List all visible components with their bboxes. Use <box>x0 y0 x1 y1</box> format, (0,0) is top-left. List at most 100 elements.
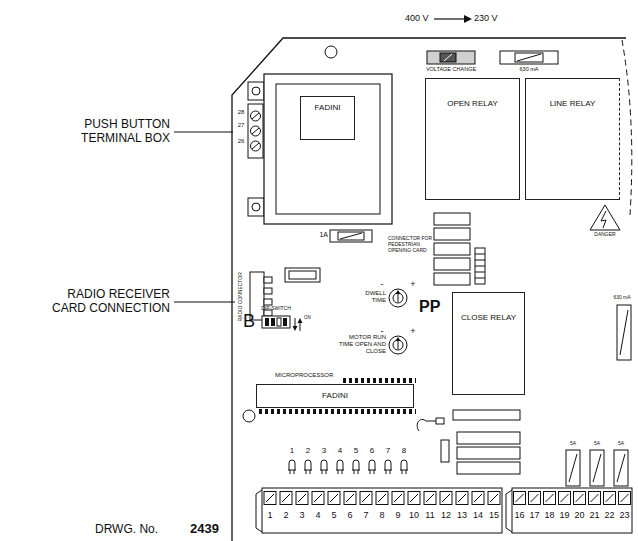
dip-switch <box>262 316 303 331</box>
led-number: 4 <box>332 446 348 455</box>
leader-line <box>174 132 235 302</box>
fuse-5a <box>593 454 601 482</box>
potentiometer <box>389 289 407 354</box>
pedestrian-connector <box>475 260 485 261</box>
board-label: 5A <box>565 441 581 447</box>
pedestrian-connector <box>475 248 485 284</box>
component-block <box>330 230 372 242</box>
potentiometer <box>389 336 407 354</box>
drawing-number: 2439 <box>190 522 230 537</box>
transformer <box>248 74 392 224</box>
push-button-terminal <box>251 126 261 136</box>
small-relay-stack <box>434 213 470 225</box>
board-label: 5A <box>613 441 629 447</box>
transformer <box>248 198 264 216</box>
terminal-number: 20 <box>572 510 587 520</box>
fuse-symbol <box>500 51 558 64</box>
led-number: 5 <box>348 446 364 455</box>
board-label: CONNECTOR FOR PEDESTRIAN OPENING CARD <box>388 236 433 253</box>
board-label: 230 V <box>474 13 510 23</box>
terminal-number: 10 <box>406 510 422 520</box>
voltage-selector <box>434 18 466 19</box>
terminal-number: 17 <box>527 510 542 520</box>
lower-components <box>441 440 449 462</box>
terminal-number: 19 <box>557 510 572 520</box>
transformer <box>276 84 380 214</box>
small-relay-stack <box>434 273 470 285</box>
potentiometer <box>396 290 401 294</box>
board-label: - <box>378 326 386 336</box>
terminal-strip <box>506 490 512 532</box>
led-number: 1 <box>284 446 300 455</box>
node-text: LINE RELAY <box>530 99 615 109</box>
board-label: 1A <box>310 231 328 239</box>
dip-switch <box>265 318 269 326</box>
terminal-number: 23 <box>617 510 632 520</box>
small-relay-stack <box>434 258 470 270</box>
terminal-number: 16 <box>512 510 527 520</box>
potentiometer <box>393 293 403 303</box>
lower-components <box>243 410 520 474</box>
dip-switch <box>283 318 287 326</box>
lower-components <box>457 447 520 459</box>
terminal-number: 14 <box>470 510 486 520</box>
node-text: OPEN RELAY <box>430 99 515 109</box>
board-label: ON <box>304 315 316 320</box>
terminal-number: 1 <box>262 510 278 520</box>
board-outline <box>232 38 632 541</box>
relay-box: LINE RELAY <box>525 78 620 200</box>
voltage-selector <box>427 51 475 64</box>
lower-components <box>457 432 520 444</box>
fuse-symbol <box>517 54 541 61</box>
terminal-strip <box>262 491 502 505</box>
transformer <box>252 203 260 211</box>
board-label: 5A <box>589 441 605 447</box>
push-button-terminal <box>252 143 259 149</box>
push-button-terminal <box>252 128 259 134</box>
led-number: 6 <box>364 446 380 455</box>
terminal-strip <box>512 491 632 505</box>
small-relay-stack <box>434 228 470 240</box>
terminal-number: 13 <box>454 510 470 520</box>
push-button-terminal <box>252 113 259 119</box>
lower-components <box>436 418 444 424</box>
switch-mark: B <box>243 311 259 332</box>
terminal-number: 5 <box>326 510 342 520</box>
component-block <box>285 230 372 282</box>
potentiometer <box>393 340 403 350</box>
potentiometer <box>389 289 407 307</box>
component-block <box>338 232 364 240</box>
lower-components <box>453 410 520 420</box>
board-label: DANGER <box>590 232 620 238</box>
fuse-5a <box>590 450 604 486</box>
pedestrian-connector <box>475 248 485 284</box>
terminal-number: 18 <box>542 510 557 520</box>
board-label: 630 mA <box>509 66 549 72</box>
callout-label: RADIO RECEIVER CARD CONNECTION <box>50 288 170 316</box>
dip-switch <box>293 326 298 331</box>
fuse-5a <box>566 450 580 486</box>
terminal-number: 4 <box>310 510 326 520</box>
board-label: - <box>378 279 386 289</box>
fuse-5a <box>614 450 628 486</box>
terminal-number: 8 <box>374 510 390 520</box>
fuse-5a <box>617 454 625 482</box>
terminal-strip <box>262 488 502 533</box>
terminal-number: 15 <box>486 510 502 520</box>
led-number: 8 <box>396 446 412 455</box>
push-button-terminal <box>248 104 263 158</box>
pedestrian-connector <box>475 272 485 273</box>
voltage-selector <box>464 15 472 23</box>
danger-symbol <box>590 205 620 230</box>
transformer <box>264 74 392 224</box>
fuse-5a <box>620 310 628 355</box>
node-text: CLOSE RELAY <box>457 313 520 323</box>
terminal-strip <box>512 488 632 533</box>
dip-switch <box>298 318 303 323</box>
terminal-number: 3 <box>294 510 310 520</box>
fuse-symbol <box>500 51 558 64</box>
danger-symbol <box>601 211 606 228</box>
push-button-terminal <box>248 104 263 158</box>
terminal-number: 21 <box>587 510 602 520</box>
led-number: 3 <box>316 446 332 455</box>
